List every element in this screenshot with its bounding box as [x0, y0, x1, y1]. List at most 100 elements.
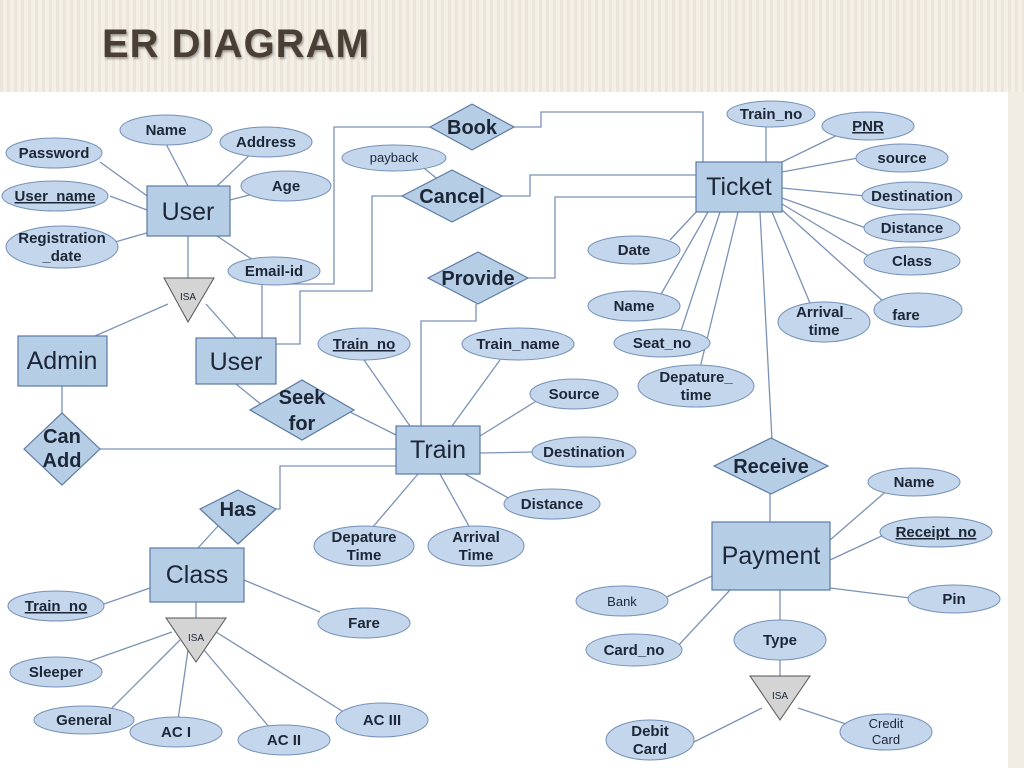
attr-user-name: User_name [1, 180, 109, 212]
svg-text:Depature: Depature [331, 529, 396, 546]
attr-class-fare: Fare [317, 607, 411, 639]
svg-text:Destination: Destination [871, 188, 953, 205]
entity-label: Class [166, 561, 229, 589]
svg-text:Time: Time [459, 547, 494, 564]
attr-train-destination: Destination [531, 436, 637, 468]
attr-registration-date: Registration _date [5, 225, 119, 269]
attr-password: Password [5, 137, 103, 169]
attr-receipt-no: Receipt_no [879, 516, 993, 548]
attr-source: source [855, 143, 949, 173]
relationship-provide: Provide [426, 251, 530, 305]
svg-text:Name: Name [894, 474, 935, 491]
entity-label: User [162, 198, 215, 226]
relationship-label: Receive [733, 456, 809, 478]
relationship-label-line2: for [289, 413, 316, 435]
attr-card-no: Card_no [585, 633, 683, 667]
attr-fare: fare [873, 292, 963, 328]
svg-text:Train_no: Train_no [740, 106, 803, 123]
svg-text:Destination: Destination [543, 444, 625, 461]
attr-destination: Destination [861, 181, 963, 211]
svg-text:Distance: Distance [521, 496, 584, 513]
svg-text:Credit: Credit [869, 716, 904, 731]
attr-ac3: AC III [335, 702, 429, 738]
entity-label: Ticket [706, 173, 772, 201]
relationship-label: Book [447, 117, 498, 139]
svg-text:Card: Card [872, 732, 900, 747]
svg-text:Sleeper: Sleeper [29, 664, 83, 681]
svg-text:Fare: Fare [348, 615, 380, 632]
entity-train: Train [395, 425, 481, 475]
svg-text:Depature_: Depature_ [659, 369, 733, 386]
relationship-label: Cancel [419, 186, 485, 208]
relationship-has: Has [198, 489, 278, 545]
svg-text:Receipt_no: Receipt_no [896, 524, 977, 541]
attr-pin: Pin [907, 584, 1001, 614]
svg-text:Debit: Debit [631, 723, 669, 740]
attr-date: Date [587, 235, 681, 265]
svg-text:Source: Source [549, 386, 600, 403]
attr-bank: Bank [575, 585, 669, 617]
isa-label: ISA [180, 292, 196, 303]
svg-text:User_name: User_name [15, 188, 96, 205]
svg-text:Email-id: Email-id [245, 263, 303, 280]
attr-address: Address [219, 126, 313, 158]
attr-class: Class [863, 246, 961, 276]
attr-payback: payback [341, 144, 447, 172]
svg-text:Password: Password [19, 145, 90, 162]
svg-text:time: time [809, 322, 840, 339]
svg-text:Class: Class [892, 253, 932, 270]
attr-ticket-name: Name [587, 290, 681, 322]
svg-text:Train_name: Train_name [476, 336, 559, 353]
relationship-can-add: Can Add [23, 412, 101, 486]
svg-text:AC III: AC III [363, 712, 401, 729]
attr-debit-card: Debit Card [605, 719, 695, 761]
attr-email-id: Email-id [227, 256, 321, 286]
attr-train-name: Train_name [461, 327, 575, 361]
attr-train-no: Train_no [317, 327, 411, 361]
attr-depature-time: Depature_ time [637, 364, 755, 408]
isa-class: ISA [165, 617, 227, 663]
entity-label: User [210, 348, 263, 376]
svg-text:General: General [56, 712, 112, 729]
attr-pnr: PNR [821, 111, 915, 141]
entity-payment: Payment [711, 521, 831, 591]
attr-seat-no: Seat_no [613, 328, 711, 358]
svg-text:Type: Type [763, 632, 797, 649]
relationship-book: Book [428, 103, 516, 151]
svg-text:Age: Age [272, 178, 300, 195]
svg-text:Bank: Bank [607, 594, 637, 609]
attr-type: Type [733, 619, 827, 661]
entity-class: Class [149, 547, 245, 603]
attr-name: Name [119, 114, 213, 146]
relationship-label-line1: Can [43, 426, 81, 448]
svg-text:AC II: AC II [267, 732, 301, 749]
attr-ac2: AC II [237, 724, 331, 756]
entity-admin: Admin [17, 335, 108, 387]
isa-payment-type: ISA [749, 675, 811, 721]
attr-payment-name: Name [867, 467, 961, 497]
svg-text:Train_no: Train_no [25, 598, 88, 615]
relationship-cancel: Cancel [400, 169, 504, 223]
entity-user-top: User [146, 185, 231, 237]
svg-text:Name: Name [146, 122, 187, 139]
relationship-label: Provide [441, 268, 514, 290]
attr-train-distance: Distance [503, 488, 601, 520]
svg-text:fare: fare [892, 307, 920, 324]
slide-title: ER DIAGRAM [102, 22, 370, 66]
svg-text:Card: Card [633, 741, 667, 758]
svg-text:PNR: PNR [852, 118, 884, 135]
attr-train-source: Source [529, 378, 619, 410]
svg-text:source: source [877, 150, 926, 167]
svg-text:Train_no: Train_no [333, 336, 396, 353]
svg-text:_date: _date [41, 248, 81, 265]
svg-text:Arrival_: Arrival_ [796, 304, 853, 321]
attr-credit-card: Credit Card [839, 713, 933, 751]
relationship-seek-for: Seek for [248, 379, 356, 441]
relationship-label-line1: Seek [279, 387, 327, 409]
diagram-panel: User Admin User Train Class Ticket Payme… [0, 92, 1008, 768]
isa-label: ISA [188, 633, 204, 644]
entity-label: Admin [27, 347, 98, 375]
svg-text:Registration: Registration [18, 230, 106, 247]
er-diagram: User Admin User Train Class Ticket Payme… [1, 100, 1001, 761]
title-background [0, 0, 1024, 92]
